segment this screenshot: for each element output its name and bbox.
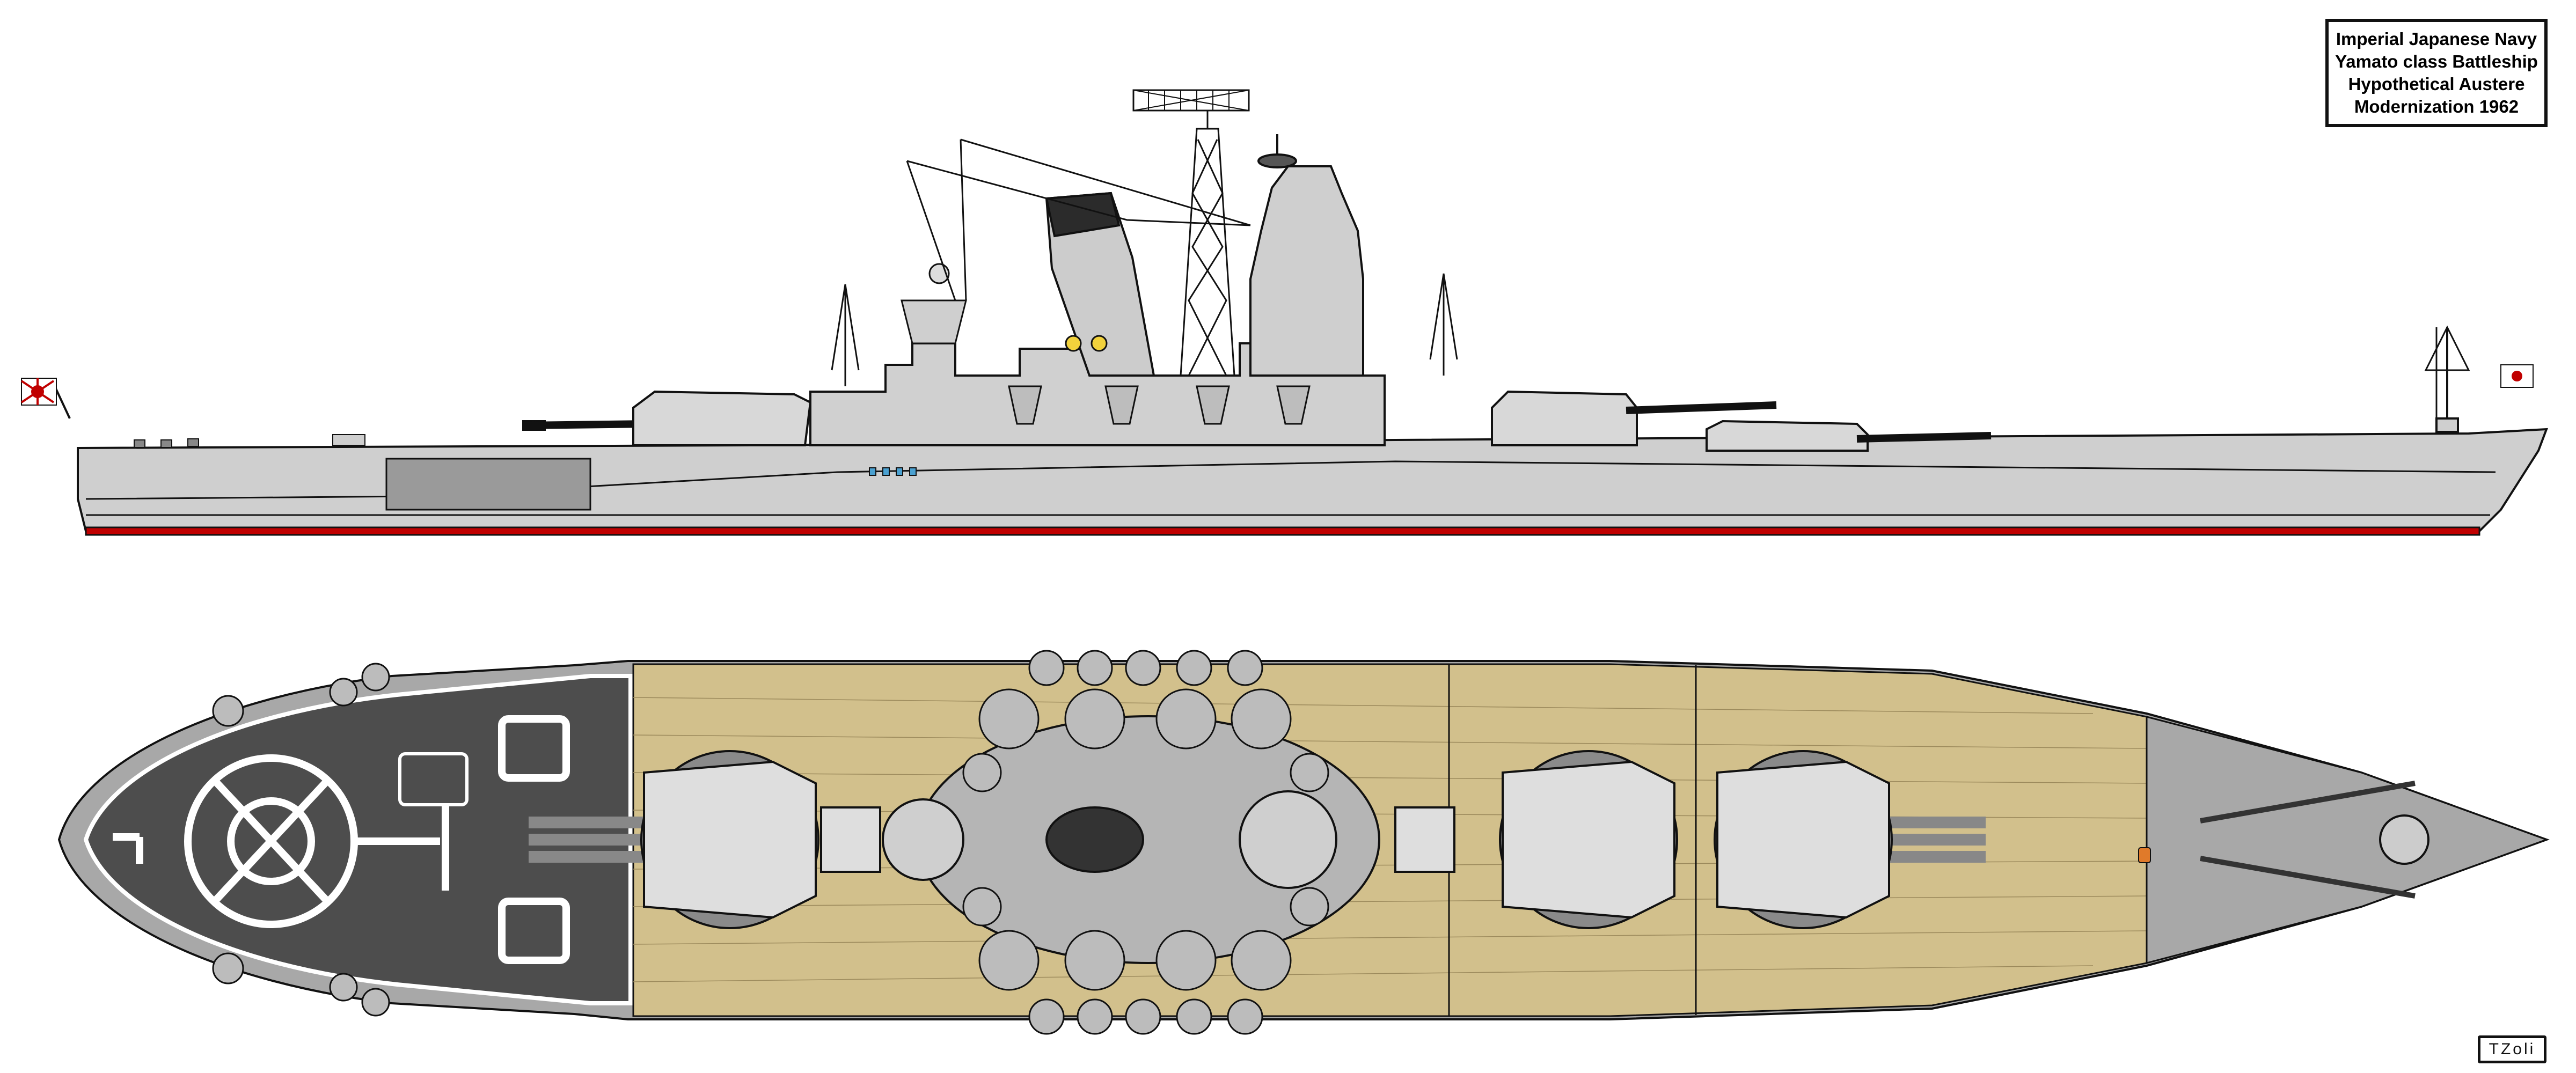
aft-mast bbox=[901, 138, 1251, 344]
hangar-hatch bbox=[398, 752, 469, 806]
air-search-radar-antenna bbox=[1132, 89, 1250, 112]
forward-main-turret-a bbox=[1706, 420, 1992, 452]
side-profile bbox=[20, 89, 2548, 536]
main-turret-a bbox=[1714, 750, 1986, 929]
title-variant: Hypothetical Austere bbox=[2348, 74, 2525, 94]
aft-main-turret bbox=[522, 390, 812, 446]
main-turret-b bbox=[1499, 750, 1678, 929]
japan-jack bbox=[2424, 325, 2534, 433]
forecastle bbox=[2146, 716, 2549, 964]
title-year: Modernization 1962 bbox=[2354, 97, 2519, 116]
aa-gun-tubs bbox=[212, 650, 1329, 1035]
bow-marker bbox=[2138, 847, 2151, 863]
forward-main-turret-b bbox=[1491, 390, 1777, 446]
radar-mast bbox=[1180, 110, 1235, 376]
artist-signature: TZoli bbox=[2478, 1035, 2546, 1063]
fire-control-radar bbox=[1257, 153, 1297, 168]
deck-fittings bbox=[134, 434, 917, 476]
bow-fitting bbox=[2379, 814, 2429, 865]
boot-topping bbox=[85, 526, 2480, 536]
anchor-chains bbox=[2200, 781, 2416, 899]
rising-sun-ensign bbox=[20, 378, 71, 419]
title-class: Yamato class Battleship bbox=[2335, 52, 2538, 71]
kingposts bbox=[831, 273, 2438, 429]
bridge-tower bbox=[1249, 165, 1364, 377]
main-turret-aft bbox=[529, 750, 819, 929]
title-navy: Imperial Japanese Navy bbox=[2336, 29, 2537, 49]
aa-mounts bbox=[1008, 335, 1311, 425]
title-box: Imperial Japanese Navy Yamato class Batt… bbox=[2325, 19, 2548, 127]
top-plan bbox=[57, 650, 2550, 1035]
superstructure-plan bbox=[820, 715, 1455, 964]
helipad-marking bbox=[113, 715, 570, 964]
hull-opening bbox=[385, 458, 591, 511]
